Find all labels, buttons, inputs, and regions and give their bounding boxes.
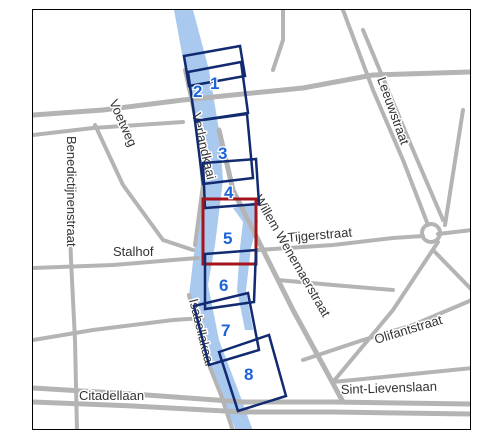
- map-frame: Voetweg Benedictijnenstraat Stalhof Cita…: [32, 9, 471, 430]
- road-willem-wenemaerstraat: [216, 127, 346, 405]
- road-voetweg: [93, 123, 195, 252]
- sector-number-1: 1: [210, 74, 219, 93]
- road-mid-cross: [276, 278, 395, 292]
- roundabout: [420, 222, 442, 244]
- label-citadellaan: Citadellaan: [79, 388, 144, 403]
- map-canvas[interactable]: Voetweg Benedictijnenstraat Stalhof Cita…: [33, 10, 471, 430]
- sector-number-3: 3: [218, 144, 227, 163]
- river-water: [174, 10, 258, 429]
- sector-number-2: 2: [193, 82, 202, 101]
- road-east-diag-upper: [361, 28, 445, 222]
- label-tijgerstraat: Tijgerstraat: [287, 224, 353, 245]
- road-stalhof: [33, 256, 200, 270]
- label-stalhof: Stalhof: [113, 244, 154, 259]
- road-benedictijnenstraat: [66, 168, 79, 429]
- road-olifantstraat: [301, 298, 470, 362]
- sector-number-7: 7: [221, 321, 230, 340]
- road-east-lower-diag: [431, 248, 470, 291]
- road-citadellaan: [33, 385, 470, 407]
- road-network: [33, 10, 470, 429]
- sector-number-4: 4: [224, 183, 234, 202]
- road-tijger-east: [436, 228, 470, 236]
- road-left-lower: [33, 316, 205, 342]
- road-leeuwstraat: [341, 10, 430, 227]
- river-channel: [174, 10, 253, 429]
- sector-box-4[interactable]: [201, 157, 261, 210]
- road-sint-lievenslaan: [331, 366, 470, 384]
- label-sint-lievenslaan: Sint-Lievenslaan: [341, 379, 438, 397]
- canal-branch: [233, 202, 258, 330]
- road-isabellakaai: [187, 293, 235, 429]
- sector-number-6: 6: [219, 276, 228, 295]
- sector-number-8: 8: [244, 365, 253, 384]
- sector-box-6[interactable]: [203, 248, 258, 311]
- road-citadellaan-lower: [33, 399, 470, 417]
- road-voetweg-top: [33, 69, 470, 118]
- road-north-east: [443, 108, 465, 227]
- road-tijgerstraat: [256, 234, 425, 252]
- road-upper-diagonal: [33, 120, 185, 137]
- sector-boxes[interactable]: [182, 44, 288, 413]
- sector-box-7[interactable]: [192, 291, 261, 367]
- sector-box-8[interactable]: [217, 333, 288, 413]
- road-east-diag-lower: [331, 240, 440, 384]
- road-middle-diag: [271, 10, 285, 72]
- sector-number-5: 5: [223, 229, 232, 248]
- sector-numbers: 1 2 3 4 5 6 7 8: [192, 73, 255, 386]
- label-olifantstraat: Olifantstraat: [372, 312, 444, 347]
- sector-box-3[interactable]: [193, 112, 255, 186]
- label-benedictijnenstraat: Benedictijnenstraat: [64, 136, 79, 247]
